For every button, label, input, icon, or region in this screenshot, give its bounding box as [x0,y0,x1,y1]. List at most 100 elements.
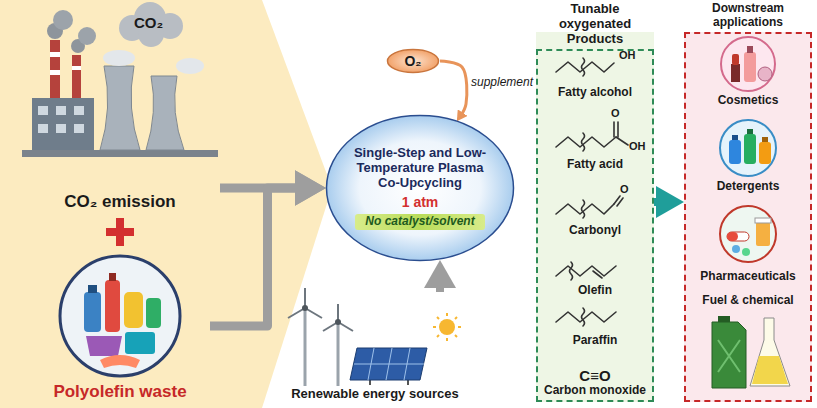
application-item: Pharmaceuticals [688,200,808,286]
product-item: Olefin [539,244,651,300]
flow-arrow [210,188,304,326]
renewable-illustration-part-part [437,335,439,337]
product-item: C≡OCarbon monoxide [539,353,651,400]
node-text: Single-Step and Low-Temperature Plasma C… [347,146,493,191]
factory-illustration-part [22,150,218,157]
products-panel: Tunable oxygenated ProductsFatty alcohol… [536,2,654,402]
plastic-waste-illustration-part [100,355,140,368]
application-icons [712,37,790,388]
node-subtext: 1 atm [402,194,439,210]
products-panel-fill [536,32,654,402]
application-icons-part [752,356,788,384]
application-icons-part [742,248,750,256]
chemical-structures-part [582,133,585,151]
factory-illustration-part [50,40,60,98]
renewable-illustration-part-part [455,317,457,319]
chemical-structures-part [593,271,602,278]
plastic-waste-illustration-part [146,298,161,328]
renewable-illustration-part-part [455,335,457,337]
node-text: Fatty acid [567,158,623,172]
plus-sign-part [116,218,124,246]
renewable-illustration-part [335,319,341,325]
application-icons-part [727,232,738,241]
plastic-waste-illustration-part [88,285,97,293]
flow-arrow [440,61,467,115]
node-text: C≡O [579,367,610,384]
node-subtext: No catalyst/solvent [355,214,484,230]
application-icons-part [732,135,738,140]
source-label: CO₂ emission [20,2,220,214]
application-icons-part [712,322,746,388]
renewable-illustration-part [433,313,461,341]
chemical-structures-part [570,262,573,280]
chemical-structures-part [556,312,616,322]
application-icons-part [720,120,776,176]
applications-panel: Downstream applicationsCosmeticsDetergen… [684,2,812,402]
application-icons-part [762,137,768,142]
atom-label: O [620,183,629,195]
node-text: Paraffin [573,334,618,348]
renewable-illustration-part [304,308,307,386]
factory-illustration-part [50,70,60,75]
factory-illustration-part [103,50,135,66]
node-text: Fuel & chemical [702,294,793,308]
product-item: Fatty alcohol [539,40,651,102]
product-item: Fatty acid [539,104,651,174]
factory-illustration-part [74,124,84,133]
energy-source: Renewable energy sources [285,292,465,404]
node-text: O₂ [404,53,421,69]
chemical-structures-part [616,137,628,145]
edge-label: supplement [469,76,535,89]
factory-illustration-part [72,66,81,70]
node-text: Renewable energy sources [291,387,459,402]
application-icons-part [732,54,739,65]
application-item: Fuel & chemical [688,290,808,402]
cloud-label: CO₂ [134,15,163,32]
applications-panel-fill [684,32,812,402]
plastic-waste-illustration-part [105,280,120,332]
application-icons-part [732,245,740,253]
node-text: Olefin [578,284,612,298]
factory-illustration-part [38,124,48,133]
factory-illustration-part [32,98,94,150]
application-icons-part [756,222,770,246]
process-ellipse: Single-Step and Low-Temperature Plasma C… [325,114,515,262]
chemical-structures-part [556,266,616,276]
application-icons-part [747,129,753,134]
chemical-structures-part [582,308,585,326]
factory-illustration-part [56,124,66,133]
node-text: Pharmaceuticals [700,270,795,284]
flow-arrow [654,198,664,206]
node-text: Cosmetics [718,94,779,108]
factory-illustration-part [56,106,66,115]
renewable-illustration-part [337,322,340,386]
product-item: Paraffin [539,303,651,350]
plastic-waste-illustration-part [109,273,116,281]
factory-illustration-part [100,66,140,150]
flow-arrow [436,280,444,292]
application-icons-part [718,340,740,372]
source-label: Polyolefin waste [30,248,210,404]
renewable-illustration-part [350,348,427,380]
supplement-pill: O₂ [386,48,440,74]
renewable-illustration-part-part [433,326,436,328]
factory-illustration-part [38,106,48,115]
node-text: Carbonyl [569,224,621,238]
factory-illustration-part [72,55,81,98]
chemical-structures-part [556,204,614,214]
source-panel [0,0,332,408]
plastic-waste-illustration-part [125,332,155,354]
application-icons-part [727,232,749,241]
node-text: Polyolefin waste [53,382,186,402]
chemical-structures-part [582,200,585,218]
plastic-waste-illustration-part [124,292,143,328]
application-icons-part [744,134,756,164]
pill-shape [388,50,439,73]
dashed-frame [684,32,812,402]
application-icons-part [729,140,741,164]
plastic-waste-illustration-part [84,292,101,332]
node-text: Detergents [717,180,780,194]
renewable-illustration [288,288,461,386]
